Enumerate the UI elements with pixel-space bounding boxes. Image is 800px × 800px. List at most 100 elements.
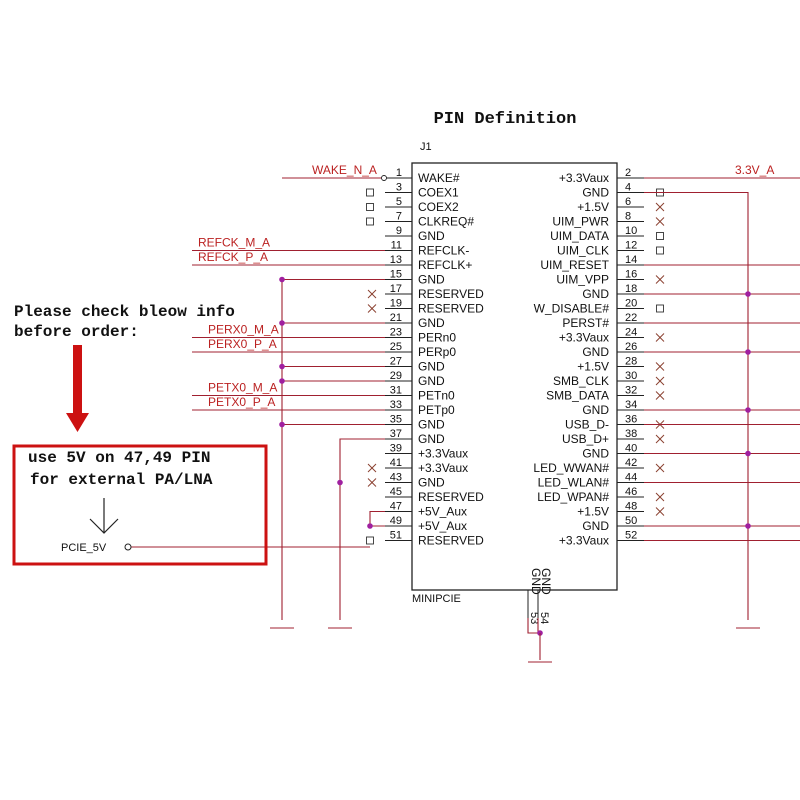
left-pin-19-name: RESERVED: [418, 302, 484, 316]
right-pin-30-number: 30: [625, 370, 637, 382]
bottom-gnd-link: [527, 618, 539, 634]
left-pin-45-name: RESERVED: [418, 490, 484, 504]
left-nc-41-b: [367, 463, 377, 473]
right-pin-28-number: 28: [625, 356, 637, 368]
left-pin-33-name: PETp0: [418, 403, 455, 417]
right-pin-46-number: 46: [625, 486, 637, 498]
right-pin-38-name: USB_D+: [562, 432, 609, 446]
left-pin-1-name: WAKE#: [418, 171, 460, 185]
right-pin-20-number: 20: [625, 298, 637, 310]
right-pin-34-number: 34: [625, 399, 637, 411]
left-pin-47-number: 47: [390, 501, 402, 513]
left-pin-41-number: 41: [390, 457, 402, 469]
right-junction-50: [745, 523, 751, 529]
right-pin-12-name: UIM_CLK: [557, 244, 609, 258]
left-pin-25-number: 25: [390, 341, 402, 353]
left-gnd-rail-outer: [281, 278, 385, 620]
right-pin-44-name: LED_WLAN#: [538, 476, 610, 490]
left-nc-43-b: [367, 478, 377, 487]
right-nc-42-b: [655, 463, 665, 473]
left-pin-31-net-label: PETX0_M_A: [208, 381, 277, 395]
right-nc-6: [655, 202, 665, 212]
left-pin-49-number: 49: [390, 515, 402, 527]
right-pin-6-name: +1.5V: [577, 200, 609, 214]
wire-layer: [131, 175, 800, 663]
left-pin-3-name: COEX1: [418, 186, 459, 200]
right-nc-42: [655, 463, 665, 473]
right-pin-40-number: 40: [625, 443, 637, 455]
bottom-pin-54-number: 54: [538, 612, 550, 624]
right-nc-38: [655, 434, 665, 444]
left-pin-13-number: 13: [390, 254, 402, 266]
bottom-pin-53-name: GND: [529, 568, 543, 595]
right-pin-36-number: 36: [625, 414, 637, 426]
left-nc-19-b: [367, 304, 377, 313]
left-pin-25-net-label: PERX0_P_A: [208, 337, 277, 351]
left-pin-9-number: 9: [396, 225, 402, 237]
right-pin-16-number: 16: [625, 269, 637, 281]
left-open-5: [366, 203, 374, 211]
right-pin-46-name: LED_WPAN#: [537, 490, 609, 504]
left-nc-41: [367, 463, 377, 473]
right-pin-40-name: GND: [582, 447, 609, 461]
left-pin-31-name: PETn0: [418, 389, 455, 403]
right-pin-28-name: +1.5V: [577, 360, 609, 374]
left-pin-51-number: 51: [390, 530, 402, 542]
left-pin-9-name: GND: [418, 229, 445, 243]
right-nc-38-b: [655, 434, 665, 444]
left-pin-41-name: +3.3Vaux: [418, 461, 468, 475]
left-pin-5-name: COEX2: [418, 200, 459, 214]
left-pin-39-name: +3.3Vaux: [418, 447, 468, 461]
right-pin-10-number: 10: [625, 225, 637, 237]
right-pin-24-name: +3.3Vaux: [559, 331, 609, 345]
right-pin-20-name: W_DISABLE#: [534, 302, 610, 316]
note-line-2: before order:: [14, 323, 139, 341]
pa-lna-note-box: [12, 444, 268, 566]
left-pin-39-number: 39: [390, 443, 402, 455]
right-nc-16-b: [655, 275, 665, 284]
left-pin-23-net-label: PERX0_M_A: [208, 323, 279, 337]
right-pin-8-number: 8: [625, 211, 631, 223]
left-pin-45-number: 45: [390, 486, 402, 498]
right-pin-12-number: 12: [625, 240, 637, 252]
component-ref: J1: [420, 141, 432, 153]
right-pin-52-number: 52: [625, 530, 637, 542]
aux-5v-junction: [367, 523, 373, 529]
right-junction-34: [745, 407, 751, 413]
right-pin-column: 2+3.3Vaux3.3V_A4GND6+1.5V8UIM_PWR10UIM_D…: [533, 163, 774, 548]
right-pin-42-name: LED_WWAN#: [533, 461, 609, 475]
bottom-pin-53-number: 53: [528, 612, 540, 624]
right-nc-8: [655, 217, 665, 226]
right-pin-18-number: 18: [625, 283, 637, 295]
right-nc-28-b: [655, 362, 665, 371]
right-pin-4-name: GND: [582, 186, 609, 200]
left-pin-7-number: 7: [396, 211, 402, 223]
left-pin-33-number: 33: [390, 399, 402, 411]
left-nc-17: [367, 289, 377, 299]
left-pin-11-number: 11: [391, 240, 402, 252]
left-pin-13-name: REFCLK+: [418, 258, 472, 272]
left-pin-15-name: GND: [418, 273, 445, 287]
left-junction-43: [337, 479, 343, 486]
right-nc-16: [655, 275, 665, 284]
right-pin-18-name: GND: [582, 287, 609, 301]
right-open-20: [656, 304, 664, 313]
left-pin-23-number: 23: [390, 327, 402, 339]
left-pin-15-number: 15: [390, 269, 402, 281]
right-pin-14-number: 14: [625, 254, 637, 266]
right-pin-48-name: +1.5V: [577, 505, 609, 519]
right-gnd-rail: [644, 191, 749, 620]
left-pin-3-number: 3: [396, 182, 402, 194]
right-junction-18: [745, 291, 751, 297]
right-pin-52-name: +3.3Vaux: [559, 534, 609, 548]
left-pin-7-name: CLKREQ#: [418, 215, 474, 229]
right-pin-24-number: 24: [625, 327, 637, 339]
left-pin-23-name: PERn0: [418, 331, 456, 345]
note-line-1: Please check bleow info: [14, 303, 235, 321]
right-nc-46: [655, 492, 665, 502]
note-arrow: [66, 345, 89, 432]
right-pin-8-name: UIM_PWR: [552, 215, 609, 229]
